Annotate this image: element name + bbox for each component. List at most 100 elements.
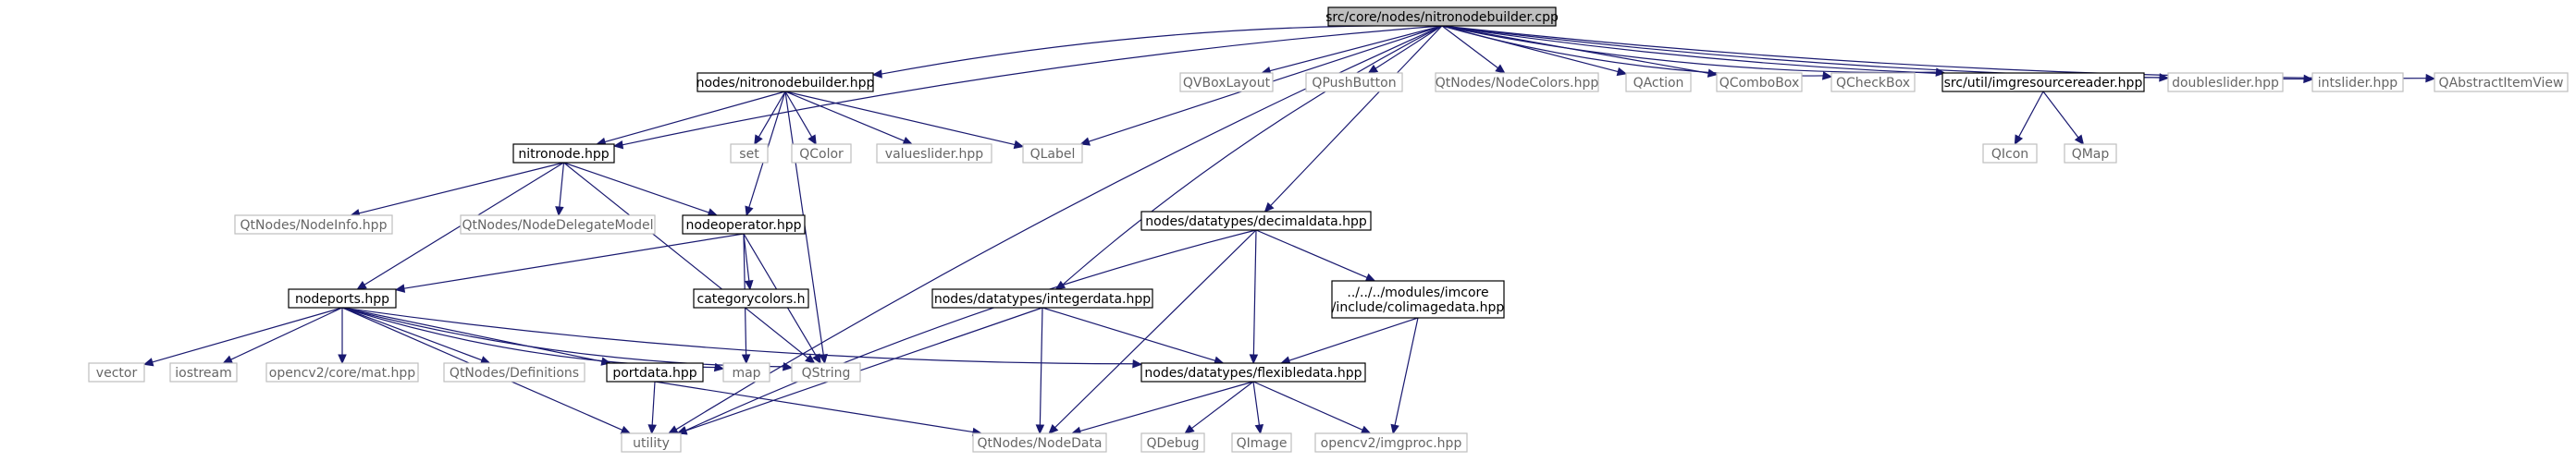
node-qabstract-item-view: QAbstractItemView [2434, 72, 2569, 92]
node-label: doubleslider.hpp [2172, 76, 2279, 91]
node-intslider-hpp: intslider.hpp [2311, 72, 2404, 92]
node-nitronodebuilder-hpp[interactable]: nodes/nitronodebuilder.hpp [696, 72, 875, 92]
node-box [265, 362, 419, 383]
node-box [1435, 72, 1599, 92]
node-box [682, 214, 806, 235]
edge-root-to-nitronode-hpp [612, 25, 1443, 150]
node-label: set [739, 147, 759, 162]
node-box [1179, 72, 1274, 92]
edge-nitronodebuilder-hpp-to-set [754, 91, 786, 146]
node-opencv2-core-mat-hpp: opencv2/core/mat.hpp [265, 362, 419, 383]
node-box [1140, 362, 1366, 383]
edge-flexibledata-hpp-to-qimage [1252, 381, 1264, 435]
node-opencv2-imgproc-hpp: opencv2/imgproc.hpp [1314, 432, 1468, 453]
node-qpush-button: QPushButton [1305, 72, 1403, 92]
node-label: intslider.hpp [2318, 76, 2398, 91]
node-categorycolors-h[interactable]: categorycolors.h [693, 288, 809, 309]
edge-imgresourcereader-hpp-to-qmap [2042, 91, 2085, 145]
node-box [1982, 143, 2038, 164]
node-box [1625, 72, 1692, 92]
node-label: QMap [2072, 147, 2110, 162]
edge-nodeports-hpp-to-qstring [341, 307, 794, 371]
node-label: QVBoxLayout [1183, 76, 1271, 91]
node-qt-nodes-node-data: QtNodes/NodeData [972, 432, 1107, 453]
node-box [1140, 211, 1372, 231]
node-label: utility [633, 436, 670, 451]
node-valueslider-hpp: valueslider.hpp [876, 143, 992, 164]
node-qcolor: QColor [791, 143, 852, 164]
node-nodeoperator-hpp[interactable]: nodeoperator.hpp [682, 214, 806, 235]
edge-decimaldata-hpp-to-flexibledata-hpp [1249, 229, 1259, 365]
node-label: QPushButton [1312, 76, 1396, 91]
node-qt-nodes-node-colors-hpp: QtNodes/NodeColors.hpp [1435, 72, 1599, 92]
node-box [288, 288, 397, 309]
node-label: ../../../modules/imcore [1347, 286, 1488, 300]
node-box [2167, 72, 2284, 92]
node-label: QtNodes/NodeColors.hpp [1436, 76, 1599, 91]
edge-flexibledata-hpp-to-qdebug [1184, 381, 1254, 434]
edge-nodeports-hpp-to-flexibledata-hpp [341, 307, 1143, 369]
edge-root-to-qpush-button [1367, 25, 1443, 74]
node-box [2064, 143, 2117, 164]
node-qt-nodes-node-info-hpp: QtNodes/NodeInfo.hpp [234, 214, 393, 235]
node-box [696, 72, 874, 92]
node-label: QCheckBox [1836, 76, 1910, 91]
node-integerdata-hpp[interactable]: nodes/datatypes/integerdata.hpp [931, 288, 1153, 309]
node-box [512, 143, 615, 164]
edge-nitronodebuilder-hpp-to-valueslider-hpp [784, 91, 914, 145]
node-qt-nodes-definitions: QtNodes/Definitions [443, 362, 585, 383]
node-box [730, 143, 769, 164]
node-label: src/core/nodes/nitronodebuilder.cpp [1325, 10, 1559, 25]
node-qdebug: QDebug [1140, 432, 1205, 453]
node-label: iostream [175, 366, 232, 381]
node-vector: vector [88, 362, 145, 383]
node-label: nodes/nitronodebuilder.hpp [696, 76, 875, 91]
node-imgresourcereader-hpp[interactable]: src/util/imgresourcereader.hpp [1941, 72, 2145, 92]
edge-nitronode-hpp-to-nodeoperator-hpp [563, 162, 719, 217]
node-box [234, 214, 393, 235]
nodes-layer: src/core/nodes/nitronodebuilder.cpp nodes… [88, 6, 2569, 453]
node-box [1830, 72, 1916, 92]
node-label: vector [96, 366, 138, 381]
node-qt-nodes-node-delegate-model: QtNodes/NodeDelegateModel [460, 214, 656, 235]
node-doubleslider-hpp: doubleslider.hpp [2167, 72, 2284, 92]
node-label: QIcon [1991, 147, 2028, 162]
node-box [1022, 143, 1083, 164]
node-label: QImage [1237, 436, 1288, 451]
node-label: /include/colimagedata.hpp [1332, 300, 1505, 315]
node-nodeports-hpp[interactable]: nodeports.hpp [288, 288, 397, 309]
node-box [1716, 72, 1803, 92]
node-flexibledata-hpp[interactable]: nodes/datatypes/flexibledata.hpp [1140, 362, 1366, 383]
node-iostream: iostream [169, 362, 238, 383]
node-colimagedata-hpp[interactable]: ../../../modules/imcore/include/colimage… [1331, 280, 1505, 319]
edge-colimagedata-hpp-to-flexibledata-hpp [1280, 317, 1419, 365]
edge-root-to-integerdata-hpp [1054, 25, 1443, 290]
node-qcheck-box: QCheckBox [1830, 72, 1916, 92]
node-portdata-hpp[interactable]: portdata.hpp [606, 362, 704, 383]
edge-nitronodebuilder-hpp-to-qlabel [784, 91, 1025, 150]
node-set: set [730, 143, 769, 164]
node-map: map [722, 362, 770, 383]
edge-imgresourcereader-hpp-to-qicon [2014, 91, 2044, 146]
node-box [443, 362, 585, 383]
node-qstring: QString [791, 362, 861, 383]
edge-nodeoperator-hpp-to-nodeports-hpp [394, 233, 745, 293]
node-label: src/util/imgresourcereader.hpp [1944, 76, 2143, 91]
node-label: QDebug [1146, 436, 1199, 451]
node-label: QColor [799, 147, 844, 162]
node-label: QAbstractItemView [2439, 76, 2564, 91]
node-box [1231, 432, 1292, 453]
node-decimaldata-hpp[interactable]: nodes/datatypes/decimaldata.hpp [1140, 211, 1372, 231]
node-box [791, 362, 861, 383]
node-qlabel: QLabel [1022, 143, 1083, 164]
node-root[interactable]: src/core/nodes/nitronodebuilder.cpp [1325, 6, 1559, 27]
node-qvbox-layout: QVBoxLayout [1179, 72, 1274, 92]
edge-integerdata-hpp-to-qt-nodes-node-data [1035, 307, 1045, 435]
node-nitronode-hpp[interactable]: nitronode.hpp [512, 143, 615, 164]
node-box [169, 362, 238, 383]
node-label: QComboBox [1719, 76, 1799, 91]
node-box [1305, 72, 1403, 92]
node-box [972, 432, 1107, 453]
node-qicon: QIcon [1982, 143, 2038, 164]
node-box [931, 288, 1153, 309]
